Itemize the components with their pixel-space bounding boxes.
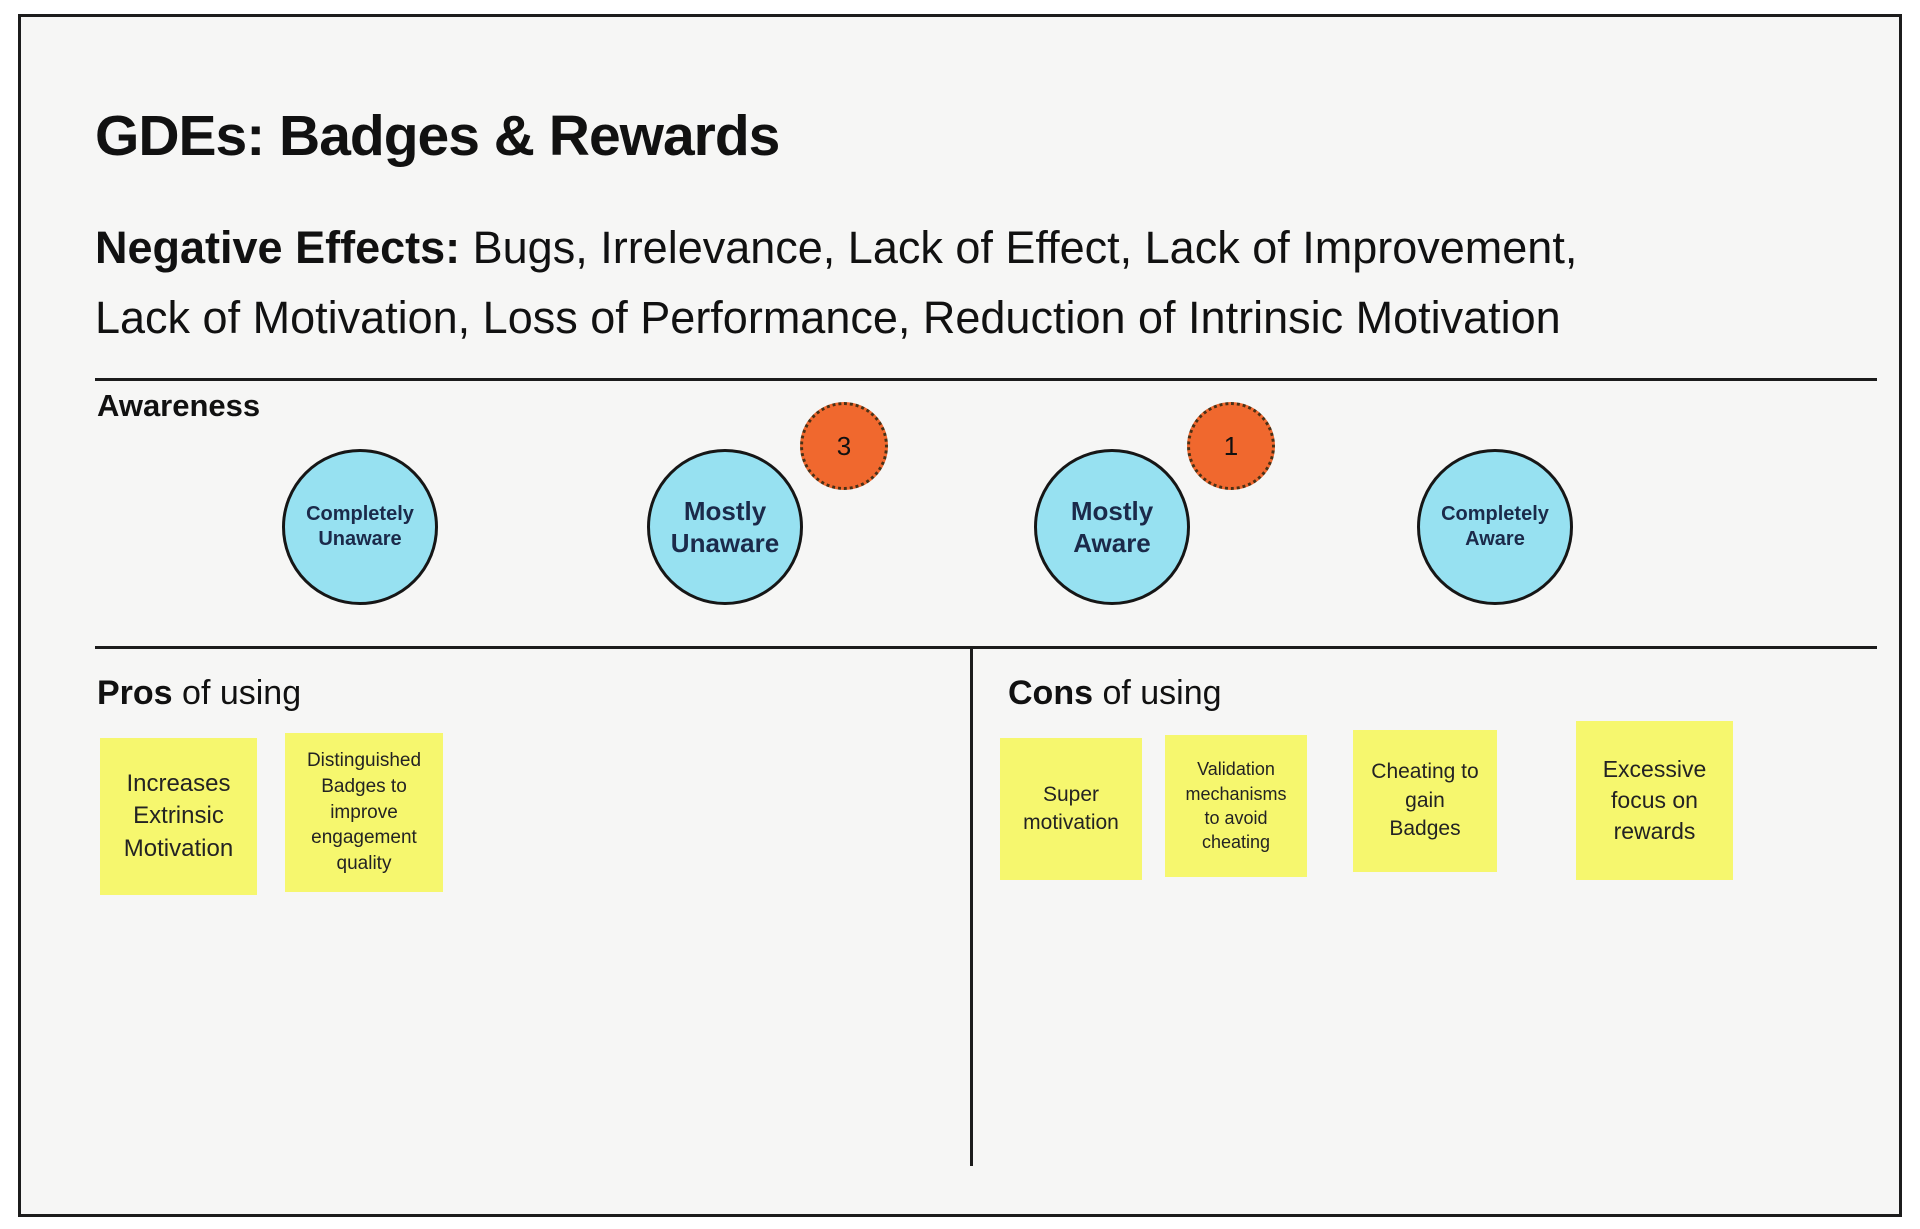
awareness-level-completely-unaware: Completely Unaware <box>282 449 438 605</box>
sticky-note-cons-2: Validation mechanisms to avoid cheating <box>1165 735 1307 877</box>
awareness-level-mostly-aware: Mostly Aware 1 <box>1034 402 1275 605</box>
sticky-note-cons-1: Super motivation <box>1000 738 1142 880</box>
sticky-note-text: Excessive focus on rewards <box>1602 755 1707 845</box>
sticky-note-text: Super motivation <box>1023 782 1119 834</box>
pros-heading-bold: Pros <box>97 674 173 712</box>
count-badge: 3 <box>800 402 888 490</box>
sticky-note-text: Distinguished Badges to improve engageme… <box>306 750 422 874</box>
pros-cons-separator <box>970 649 973 1166</box>
sticky-note-cons-4: Excessive focus on rewards <box>1576 721 1733 880</box>
sticky-note-cons-3: Cheating to gain Badges <box>1353 730 1497 872</box>
awareness-level-completely-aware: Completely Aware <box>1417 449 1573 605</box>
negative-effects-text: Negative Effects: Bugs, Irrelevance, Lac… <box>95 213 1885 353</box>
cons-heading-rest: of using <box>1093 674 1222 712</box>
count-badge-value: 3 <box>836 430 852 461</box>
page-title: GDEs: Badges & Rewards <box>95 104 780 168</box>
sticky-note-text: Increases Extrinsic Motivation <box>123 769 234 862</box>
negative-effects-list-part1: Bugs, Irrelevance, Lack of Effect, Lack … <box>460 222 1578 273</box>
negative-effects-label: Negative Effects: <box>95 222 461 273</box>
whiteboard-frame <box>18 14 1902 1217</box>
sticky-note-pros-2: Distinguished Badges to improve engageme… <box>285 733 443 892</box>
awareness-circle: Completely Unaware <box>282 449 438 605</box>
negative-effects-line2: Lack of Motivation, Loss of Performance,… <box>95 292 1561 343</box>
cons-heading: Cons of using <box>1008 674 1222 713</box>
negative-effects-line1: Negative Effects: Bugs, Irrelevance, Lac… <box>95 213 1885 283</box>
pros-heading: Pros of using <box>97 674 301 713</box>
awareness-level-label: Mostly Aware <box>1070 495 1154 559</box>
awareness-circle: Completely Aware <box>1417 449 1573 605</box>
sticky-note-pros-1: Increases Extrinsic Motivation <box>100 738 257 895</box>
awareness-level-mostly-unaware: Mostly Unaware 3 <box>647 402 888 605</box>
awareness-circle: Mostly Unaware <box>647 449 803 605</box>
awareness-circle: Mostly Aware <box>1034 449 1190 605</box>
sticky-note-text: Cheating to gain Badges <box>1371 760 1479 841</box>
awareness-level-label: Completely Aware <box>1441 503 1549 550</box>
sticky-note-text: Validation mechanisms to avoid cheating <box>1185 759 1287 853</box>
awareness-level-label: Mostly Unaware <box>670 495 780 559</box>
count-badge: 1 <box>1187 402 1275 490</box>
pros-cons-top-divider <box>95 646 1877 649</box>
count-badge-value: 1 <box>1223 430 1239 461</box>
cons-heading-bold: Cons <box>1008 674 1093 712</box>
awareness-level-label: Completely Unaware <box>306 503 414 550</box>
pros-heading-rest: of using <box>172 674 302 712</box>
awareness-top-divider <box>95 378 1877 381</box>
awareness-label: Awareness <box>97 388 261 423</box>
